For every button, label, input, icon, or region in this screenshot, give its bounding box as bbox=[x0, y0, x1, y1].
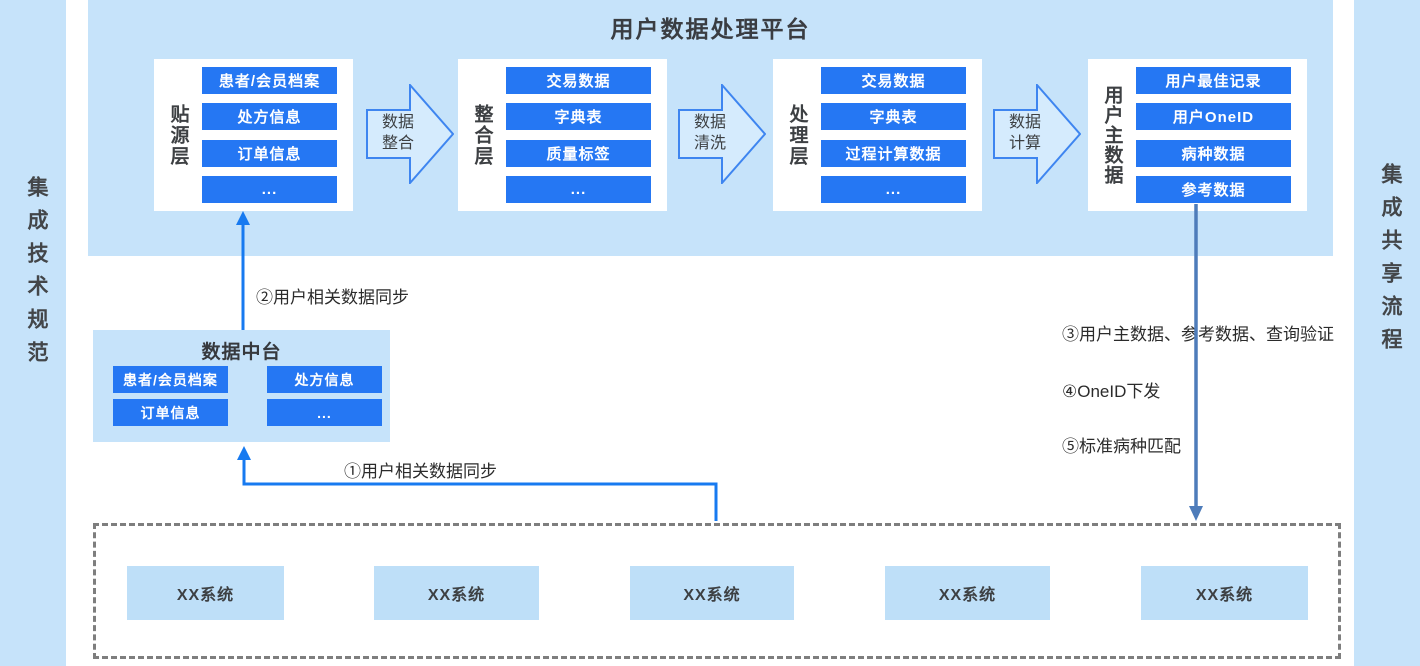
annotation-step2: ②用户相关数据同步 bbox=[256, 288, 409, 307]
annotation-step4: ④OneID下发 bbox=[1062, 382, 1161, 401]
layer-label-master-data: 用户主数据 bbox=[1101, 85, 1123, 185]
data-item: 订单信息 bbox=[113, 399, 228, 426]
layer-label-processing: 处理层 bbox=[786, 103, 808, 167]
layer-items-integration: 交易数据 字典表 质量标签 ... bbox=[506, 59, 667, 211]
data-middle-platform-box: 数据中台 患者/会员档案 处方信息 订单信息 ... bbox=[93, 330, 390, 442]
data-item: 字典表 bbox=[821, 103, 966, 131]
data-item: ... bbox=[267, 399, 382, 426]
data-item: 字典表 bbox=[506, 103, 651, 131]
right-block-arrow-icon bbox=[993, 84, 1081, 184]
data-item: ... bbox=[506, 175, 651, 203]
source-systems-container: XX系统 XX系统 XX系统 XX系统 XX系统 bbox=[93, 523, 1341, 659]
layer-box-source: 贴源层 患者/会员档案 处方信息 订单信息 ... bbox=[154, 59, 353, 211]
system-box: XX系统 bbox=[1141, 566, 1308, 620]
data-item: 订单信息 bbox=[202, 139, 337, 167]
data-item: 质量标签 bbox=[506, 139, 651, 167]
system-box: XX系统 bbox=[630, 566, 794, 620]
flow-arrow-3 bbox=[993, 84, 1081, 184]
layer-label-source: 贴源层 bbox=[167, 103, 189, 167]
data-item: 参考数据 bbox=[1136, 175, 1291, 203]
layer-label-integration: 整合层 bbox=[471, 103, 493, 167]
data-item: ... bbox=[821, 175, 966, 203]
data-middle-platform-title: 数据中台 bbox=[201, 342, 282, 363]
layer-box-integration: 整合层 交易数据 字典表 质量标签 ... bbox=[458, 59, 667, 211]
data-item: 处方信息 bbox=[267, 366, 382, 393]
data-item: 患者/会员档案 bbox=[113, 366, 228, 393]
right-block-arrow-icon bbox=[366, 84, 454, 184]
system-box: XX系统 bbox=[885, 566, 1050, 620]
data-item: 过程计算数据 bbox=[821, 139, 966, 167]
flow-arrow-1-label: 数据 整合 bbox=[381, 114, 414, 152]
right-strip-label: 集成共享流程 bbox=[1379, 163, 1402, 361]
layer-items-source: 患者/会员档案 处方信息 订单信息 ... bbox=[202, 59, 353, 211]
data-item: 病种数据 bbox=[1136, 139, 1291, 167]
flow-arrow-3-label: 数据 计算 bbox=[1008, 114, 1041, 152]
annotation-step3: ③用户主数据、参考数据、查询验证 bbox=[1062, 325, 1334, 344]
system-box: XX系统 bbox=[374, 566, 539, 620]
data-item: 患者/会员档案 bbox=[202, 67, 337, 94]
flow-arrow-1 bbox=[366, 84, 454, 184]
arrow-up-icon bbox=[237, 446, 251, 460]
right-block-arrow-icon bbox=[678, 84, 766, 184]
layer-items-processing: 交易数据 字典表 过程计算数据 ... bbox=[821, 59, 982, 211]
left-sidebar-strip: 集成技术规范 bbox=[0, 0, 66, 666]
system-box: XX系统 bbox=[127, 566, 284, 620]
left-strip-label: 集成技术规范 bbox=[25, 176, 48, 374]
layer-items-master-data: 用户最佳记录 用户OneID 病种数据 参考数据 bbox=[1136, 59, 1307, 211]
flow-arrow-2-label: 数据 清洗 bbox=[693, 114, 726, 152]
data-item: 用户最佳记录 bbox=[1136, 67, 1291, 94]
annotation-step5: ⑤标准病种匹配 bbox=[1062, 437, 1181, 456]
data-item: 处方信息 bbox=[202, 103, 337, 131]
data-item: ... bbox=[202, 175, 337, 203]
layer-box-master-data: 用户主数据 用户最佳记录 用户OneID 病种数据 参考数据 bbox=[1088, 59, 1307, 211]
annotation-step1: ①用户相关数据同步 bbox=[344, 462, 497, 481]
layer-box-processing: 处理层 交易数据 字典表 过程计算数据 ... bbox=[773, 59, 982, 211]
arrow-down-icon bbox=[1189, 506, 1203, 521]
data-item: 用户OneID bbox=[1136, 103, 1291, 131]
right-sidebar-strip: 集成共享流程 bbox=[1354, 0, 1420, 666]
data-item: 交易数据 bbox=[506, 67, 651, 94]
platform-title: 用户数据处理平台 bbox=[610, 16, 811, 42]
flow-arrow-2 bbox=[678, 84, 766, 184]
data-item: 交易数据 bbox=[821, 67, 966, 94]
